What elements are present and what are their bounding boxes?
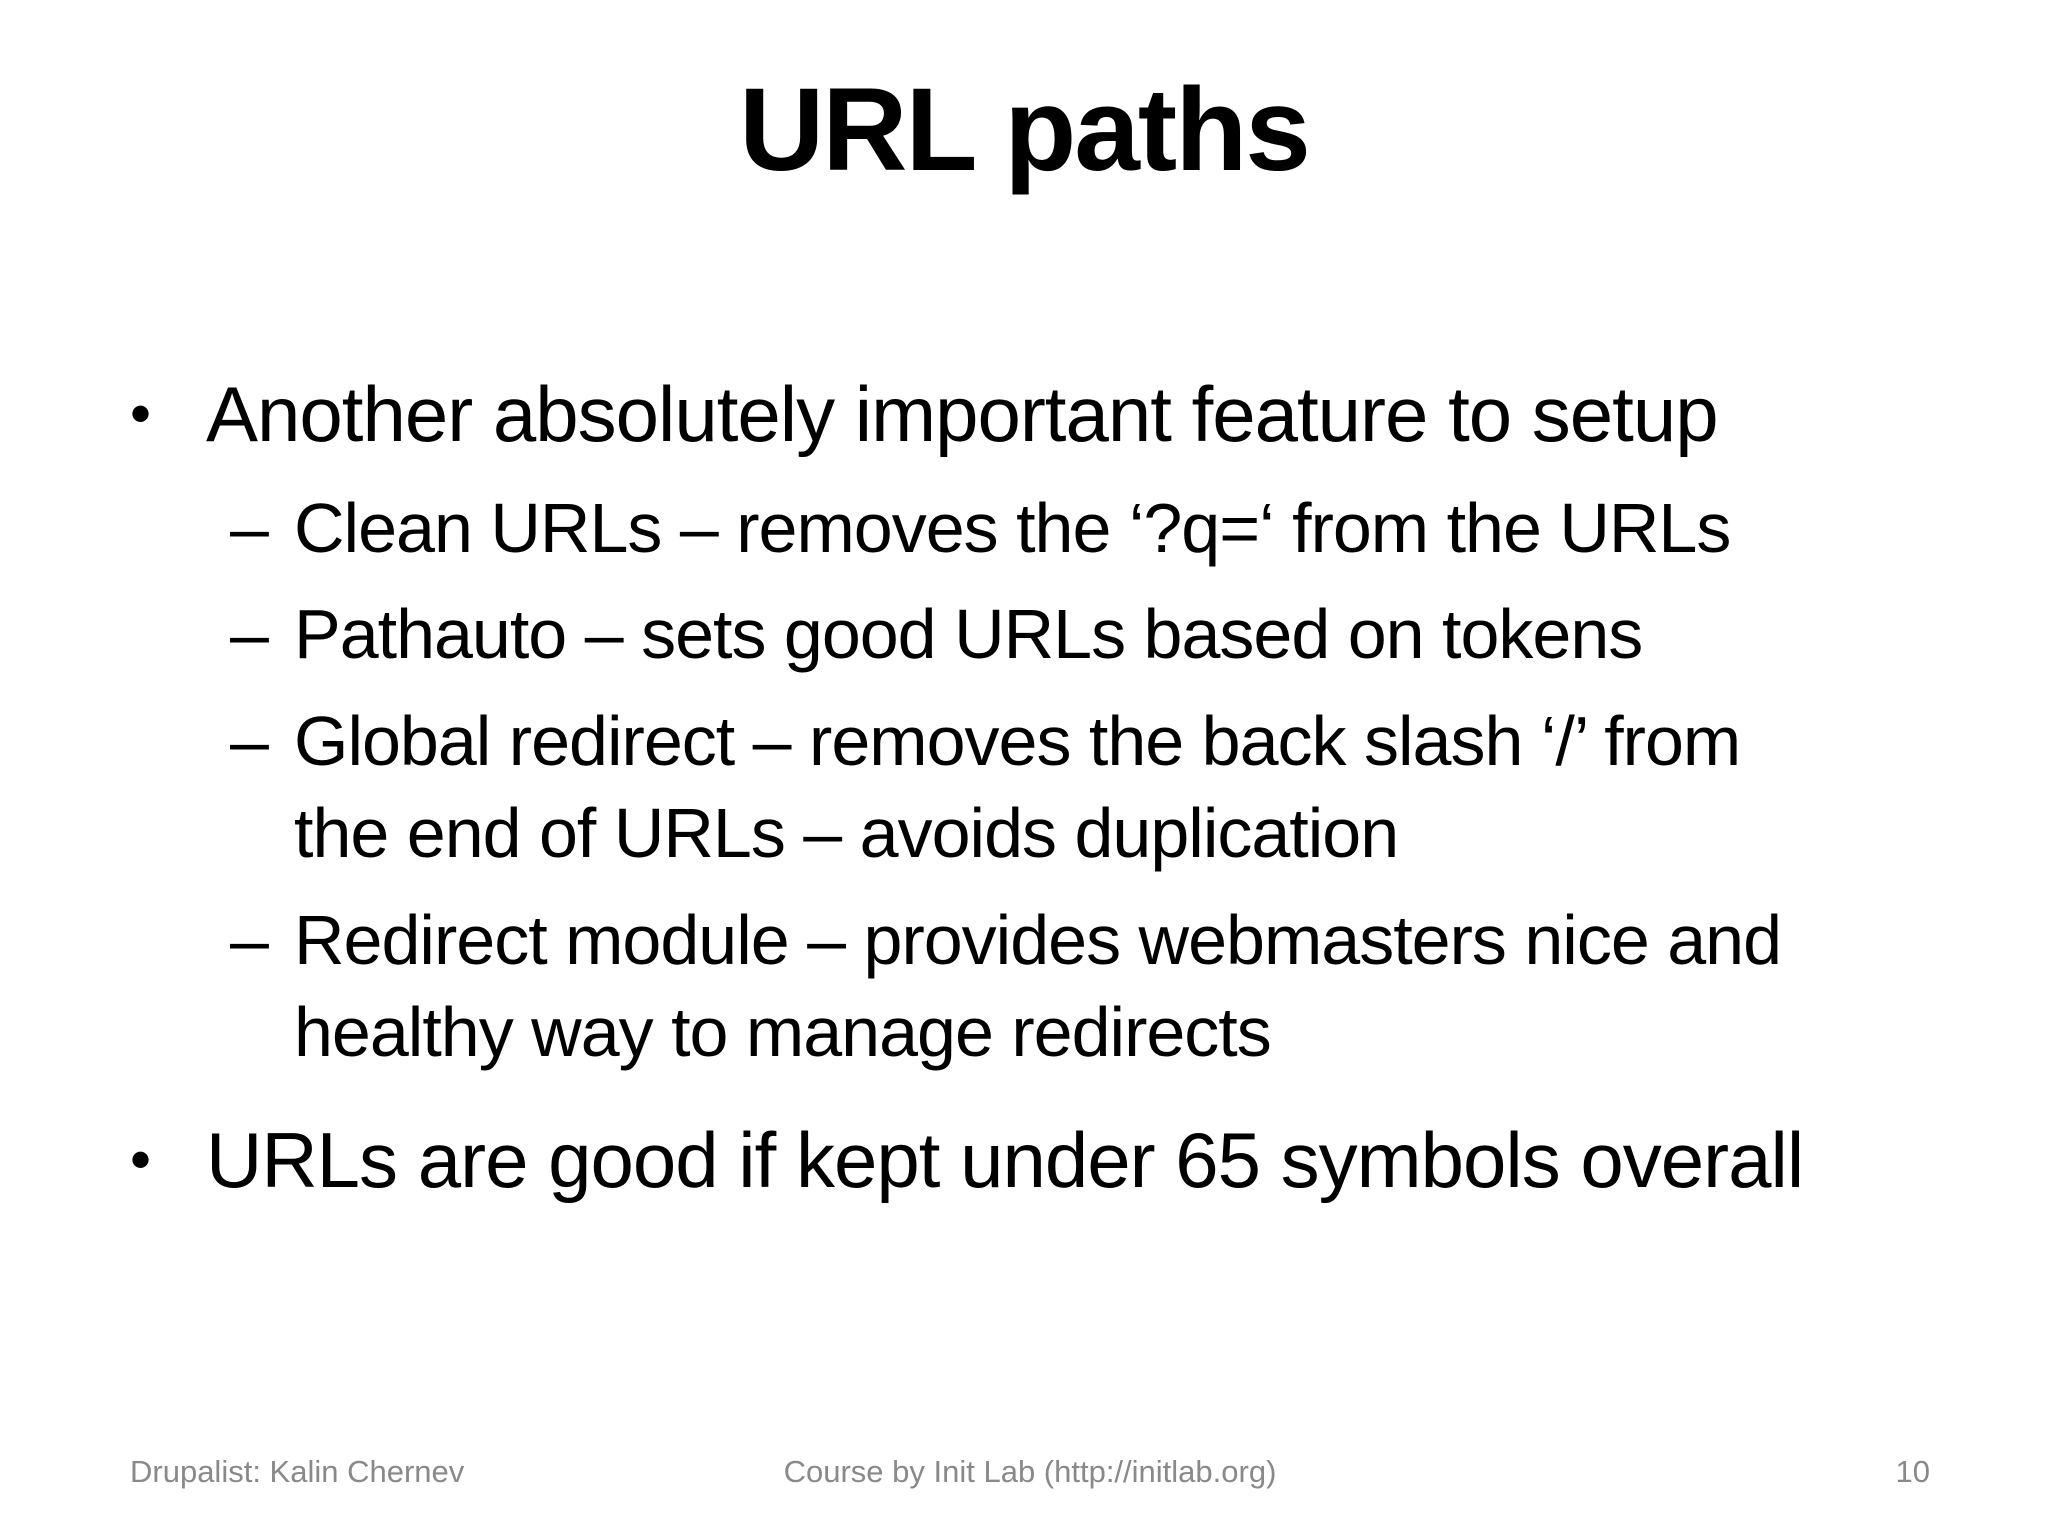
sub-bullet-text: Pathauto – sets good URLs based on token… [294,595,1643,674]
bullet-text: Another absolutely important feature to … [206,370,1719,458]
dash-marker: – [230,701,269,780]
sub-bullet-item: – Clean URLs – removes the ‘?q=‘ from th… [230,482,1790,574]
footer-course: Course by Init Lab (http://initlab.org) [783,1454,1277,1489]
bullet-marker: • [130,1126,151,1194]
bullet-text: URLs are good if kept under 65 symbols o… [206,1116,1804,1205]
sub-bullet-item: – Redirect module – provides webmasters … [230,894,1790,1079]
slide-footer: Course by Init Lab (http://initlab.org) … [130,1454,1930,1490]
sub-bullet-item: – Pathauto – sets good URLs based on tok… [230,588,1790,680]
dash-marker: – [230,489,269,568]
footer-author: Drupalist: Kalin Chernev [130,1454,465,1489]
sub-bullet-item: – Global redirect – removes the back sla… [230,695,1790,880]
sub-bullet-text: Clean URLs – removes the ‘?q=‘ from the … [294,489,1731,568]
sub-bullet-text: Redirect module – provides webmasters ni… [294,900,1782,1071]
bullet-item: • Another absolutely important feature t… [130,368,1930,460]
slide-title: URL paths [739,64,1311,196]
slide-body: • Another absolutely important feature t… [130,368,1930,1228]
bullet-item: • URLs are good if kept under 65 symbols… [130,1114,1930,1206]
dash-marker: – [230,900,269,979]
bullet-marker: • [130,380,151,447]
dash-marker: – [230,595,269,674]
footer-page-number: 10 [1895,1454,1930,1489]
sub-bullet-text: Global redirect – removes the back slash… [294,701,1741,873]
sub-bullet-list: – Clean URLs – removes the ‘?q=‘ from th… [230,482,1790,1078]
